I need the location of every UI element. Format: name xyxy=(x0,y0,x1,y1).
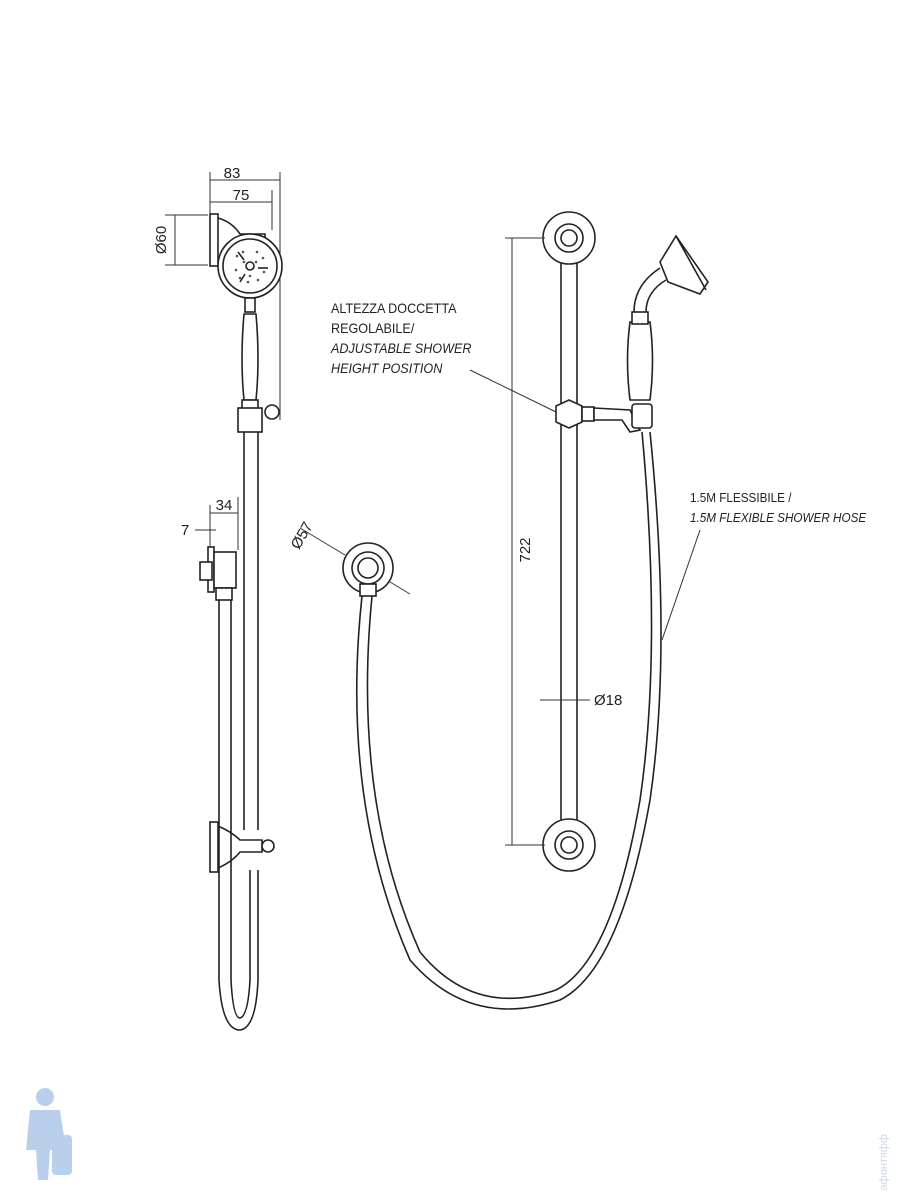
watermark: афонтяфф xyxy=(878,1133,890,1190)
dim-34: 34 xyxy=(216,497,233,514)
height-label-it-2: REGOLABILE/ xyxy=(331,320,415,336)
height-label: ALTEZZA DOCCETTA REGOLABILE/ ADJUSTABLE … xyxy=(331,298,471,378)
dim-83: 83 xyxy=(224,165,241,182)
height-label-en-2: HEIGHT POSITION xyxy=(331,360,443,376)
dim-rail-diameter: Ø18 xyxy=(594,692,622,709)
dim-75: 75 xyxy=(233,187,250,204)
height-label-en-1: ADJUSTABLE SHOWER xyxy=(331,340,472,356)
height-label-it-1: ALTEZZA DOCCETTA xyxy=(331,300,457,316)
side-view xyxy=(165,172,283,1031)
dim-7: 7 xyxy=(181,522,189,539)
dim-722: 722 xyxy=(517,537,534,562)
front-view xyxy=(299,211,709,1010)
hose-label: 1.5M FLESSIBILE / 1.5M FLEXIBLE SHOWER H… xyxy=(690,488,866,528)
dim-head-diameter: Ø60 xyxy=(153,226,170,254)
hose-label-en: 1.5M FLEXIBLE SHOWER HOSE xyxy=(690,510,867,525)
hose-label-it: 1.5M FLESSIBILE / xyxy=(690,490,792,505)
